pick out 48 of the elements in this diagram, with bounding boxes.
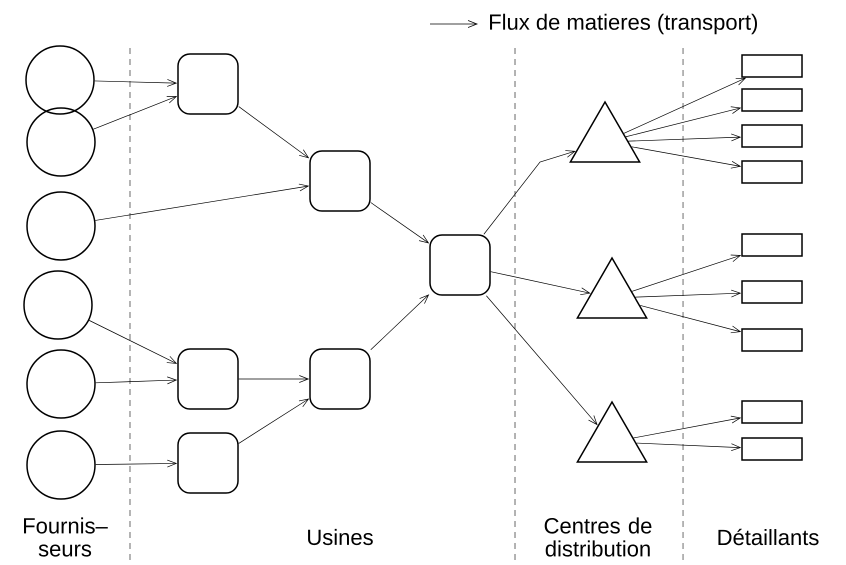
arrow (92, 96, 178, 130)
rectangle-node (741, 88, 803, 112)
arrow (94, 184, 310, 221)
arrow (370, 202, 430, 244)
arrow (636, 442, 742, 452)
rectangle-node (741, 400, 803, 424)
arrow (626, 106, 742, 138)
rectangle-node (741, 160, 803, 184)
rounded-box (309, 150, 371, 212)
arrow (238, 375, 310, 383)
arrow (633, 416, 742, 438)
rounded-box (177, 348, 239, 410)
rounded-box (309, 348, 371, 410)
arrow (94, 79, 178, 87)
arrow (88, 320, 178, 364)
arrow (370, 294, 430, 350)
rectangle-node (741, 233, 803, 257)
arrow (238, 398, 310, 444)
circle-node (26, 107, 96, 177)
arrow (631, 146, 742, 168)
rounded-box (429, 234, 491, 296)
arrow (95, 376, 178, 384)
column-label: Détaillants (718, 528, 819, 546)
legend-text: Flux de matieres (transport) (490, 14, 757, 34)
rectangle-node (741, 437, 803, 461)
rounded-box (177, 432, 239, 494)
circle-node (23, 270, 93, 340)
circle-node (26, 191, 96, 261)
arrow (238, 106, 310, 158)
rectangle-node (741, 328, 803, 352)
rectangle-node (741, 280, 803, 304)
arrow (632, 254, 742, 292)
arrow (486, 295, 598, 426)
arrow (635, 290, 742, 298)
circle-node (25, 45, 95, 115)
rectangle-node (741, 124, 803, 148)
column-label: Usines (308, 528, 373, 546)
circle-node (26, 430, 96, 500)
rounded-box (177, 53, 239, 115)
column-label: Centres de distribution (544, 517, 652, 557)
arrow (490, 271, 591, 296)
arrow (95, 460, 178, 468)
circle-node (26, 349, 96, 419)
arrow (628, 134, 742, 142)
arrow (640, 305, 742, 334)
arrow (624, 78, 746, 134)
arrow (484, 150, 576, 235)
rectangle-node (741, 54, 803, 78)
